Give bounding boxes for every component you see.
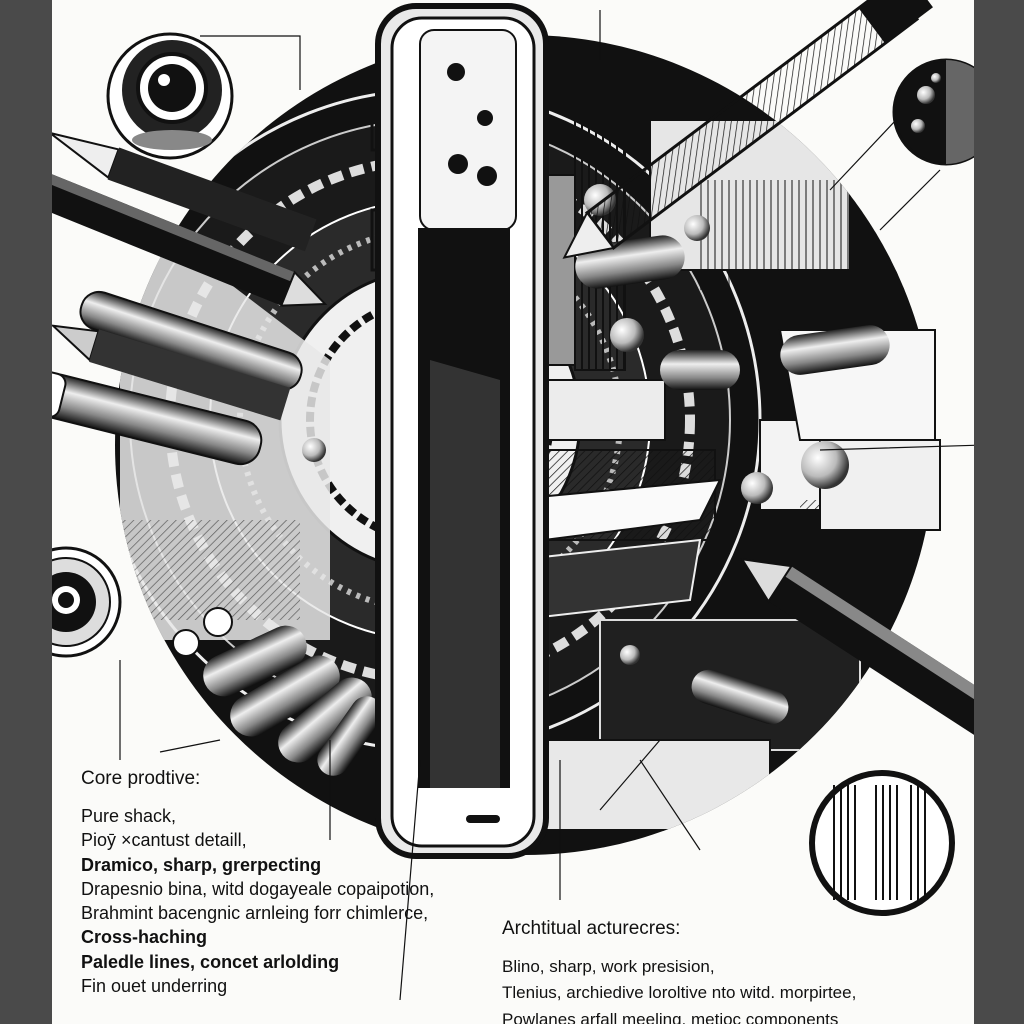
notes-right-heading: Archtitual acturecres: [502,918,681,939]
notes-left-line: Dramico, sharp, grerpecting [81,854,322,875]
marker-icon [740,558,974,744]
notes-left-line: Pure shack, [81,806,177,826]
notes-left-line: Pioӯ ×cantust detaill, [81,830,247,851]
notes-left: Core prodtive: Pure shack, Pioӯ ×cantust… [81,768,434,998]
notes-right-line: Powlanes arfall meeling, metioc componen… [502,1009,839,1024]
notes-right-line: Tlenius, archiedive loroltive nto witd. … [502,983,857,1003]
magnifier-icon [809,770,955,916]
notes-left-line: Paledle lines, concet arlolding [81,951,340,972]
poster-page: Core prodtive: Pure shack, Pioӯ ×cantust… [52,0,974,1024]
notes-right: Archtitual acturecres: Blino, sharp, wor… [502,918,856,1024]
pens-left [52,132,328,466]
notes-left-line: Fin ouet underring [81,976,228,997]
notes-left-line: Brahmint bacengnic arnleing forr chimler… [81,903,429,924]
leader-lines [119,10,974,1001]
spheres [172,184,849,665]
notes-left-heading: Core prodtive: [81,768,201,789]
notes-left-line: Cross-haching [81,927,208,948]
pencil-icon [52,132,317,252]
camera-lens-icon [52,546,122,658]
phone-icon [370,3,549,859]
pen-icon [562,0,933,259]
magnifier-icon [892,58,974,166]
notes-left-line: Drapesnio bina, witd dogayeale copaipoti… [81,878,435,899]
notes-right-line: Blino, sharp, work presision, [502,957,715,976]
camera-lens-icon [106,32,234,160]
rollers [203,235,890,776]
technical-illustration [52,0,974,1001]
